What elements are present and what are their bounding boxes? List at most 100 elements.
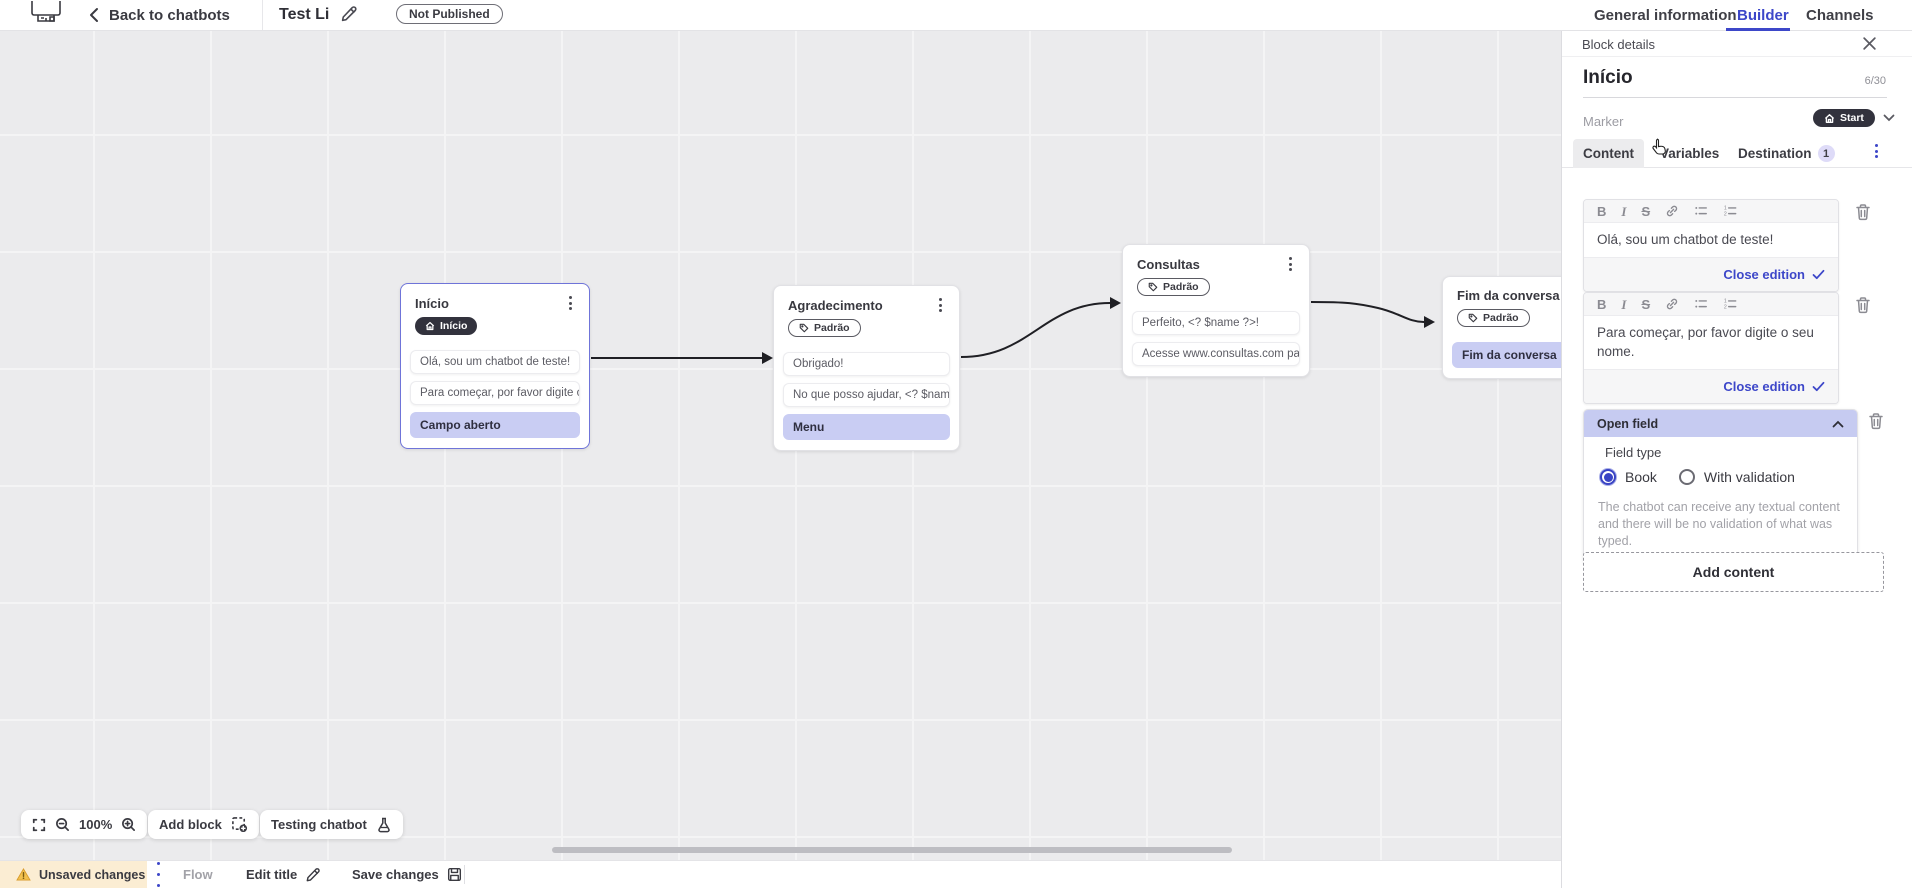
block-message-row[interactable]: No que posso ajudar, <? $name ...: [783, 383, 950, 407]
block-action-row[interactable]: Fim da conversa: [1452, 342, 1561, 368]
flow-block-consultas[interactable]: Consultas Padrão Perfeito, <? $name ?>! …: [1122, 244, 1310, 377]
bold-icon[interactable]: B: [1597, 296, 1607, 312]
close-edition-button[interactable]: Close edition: [1723, 267, 1825, 282]
block-action-row[interactable]: Menu: [783, 414, 950, 440]
panel-header: Block details: [1562, 31, 1912, 57]
add-block-button[interactable]: Add block: [148, 810, 259, 839]
block-name-underline: [1583, 97, 1887, 98]
panel-tab-variables[interactable]: Variables: [1660, 146, 1720, 161]
panel-title: Block details: [1582, 37, 1655, 52]
delete-open-field-icon[interactable]: [1868, 412, 1884, 430]
start-marker-badge: Início: [415, 317, 478, 335]
zoom-out-icon[interactable]: [55, 817, 70, 832]
bullet-list-icon[interactable]: [1694, 297, 1708, 311]
open-field-card: Open field Field type Book With validati…: [1583, 409, 1858, 565]
home-icon: [1824, 113, 1835, 123]
horizontal-scrollbar[interactable]: [552, 847, 1232, 853]
connection-lines: [591, 297, 1435, 364]
svg-text:2: 2: [1724, 212, 1727, 218]
block-menu-kebab-icon[interactable]: [1283, 256, 1297, 272]
marker-selector[interactable]: Start: [1813, 109, 1895, 127]
add-content-button[interactable]: Add content: [1583, 552, 1884, 592]
flow-block-agradecimento[interactable]: Agradecimento Padrão Obrigado! No que po…: [773, 285, 960, 451]
bottom-bar: Unsaved changes Flow Edit title Save cha…: [0, 860, 1561, 888]
tag-icon: [1468, 313, 1478, 323]
block-message-row[interactable]: Obrigado!: [783, 352, 950, 376]
check-icon: [1812, 381, 1825, 392]
close-edition-button[interactable]: Close edition: [1723, 379, 1825, 394]
tab-channels[interactable]: Channels: [1806, 6, 1874, 24]
block-message-row[interactable]: Para começar, por favor digite o ...: [410, 381, 580, 405]
delete-content-icon[interactable]: [1855, 203, 1871, 221]
strikethrough-icon[interactable]: S: [1641, 203, 1651, 219]
radio-option-with-validation[interactable]: With validation: [1678, 469, 1795, 485]
link-icon[interactable]: [1665, 297, 1679, 311]
bullet-list-icon[interactable]: [1694, 204, 1708, 218]
name-char-counter: 6/30: [1864, 75, 1886, 87]
panel-tab-destination[interactable]: Destination 1: [1728, 139, 1845, 168]
block-details-panel: Block details Início 6/30 Marker Start C…: [1561, 31, 1912, 888]
italic-icon[interactable]: I: [1621, 203, 1627, 219]
mouse-cursor-hand: [1652, 138, 1666, 155]
panel-tab-content[interactable]: Content: [1573, 139, 1644, 168]
add-block-label: Add block: [159, 817, 222, 832]
block-message-row[interactable]: Perfeito, <? $name ?>!: [1132, 311, 1300, 335]
editor-text[interactable]: Para começar, por favor digite o seu nom…: [1584, 316, 1838, 369]
tag-icon: [1148, 282, 1158, 292]
back-to-chatbots-button[interactable]: Back to chatbots: [88, 0, 230, 30]
zoom-in-icon[interactable]: [121, 817, 136, 832]
numbered-list-icon[interactable]: 12: [1723, 204, 1737, 218]
panel-menu-kebab-icon[interactable]: [1869, 143, 1883, 159]
warning-icon: [16, 868, 31, 881]
tab-general-information[interactable]: General information: [1594, 6, 1737, 24]
pencil-icon: [306, 867, 320, 881]
check-icon: [1812, 269, 1825, 280]
edit-title-button[interactable]: Edit title: [246, 861, 321, 888]
testing-chatbot-button[interactable]: Testing chatbot: [260, 810, 403, 839]
block-message-row[interactable]: Acesse www.consultas.com par...: [1132, 342, 1300, 366]
open-field-title: Open field: [1597, 416, 1659, 431]
edit-title-pencil-icon[interactable]: [340, 5, 358, 23]
flow-block-inicio[interactable]: Início Início Olá, sou um chatbot de tes…: [400, 283, 590, 449]
default-marker-badge: Padrão: [1137, 278, 1210, 296]
block-menu-kebab-icon[interactable]: [933, 297, 947, 313]
destination-count-badge: 1: [1817, 145, 1835, 162]
block-menu-kebab-icon[interactable]: [563, 295, 577, 311]
block-message-row[interactable]: Olá, sou um chatbot de teste!: [410, 350, 580, 374]
radio-selected[interactable]: [1600, 469, 1616, 485]
italic-icon[interactable]: I: [1621, 296, 1627, 312]
numbered-list-icon[interactable]: 12: [1723, 297, 1737, 311]
svg-text:1: 1: [1724, 299, 1727, 305]
strikethrough-icon[interactable]: S: [1641, 296, 1651, 312]
status-badge: Not Published: [396, 4, 503, 24]
app-logo-icon: [28, 1, 64, 30]
add-block-icon: [231, 817, 247, 833]
marker-label: Marker: [1583, 114, 1624, 129]
editor-text[interactable]: Olá, sou um chatbot de teste!: [1584, 223, 1838, 257]
chevron-left-icon: [90, 8, 98, 22]
chevron-up-icon[interactable]: [1832, 420, 1844, 428]
flow-block-fim-da-conversa[interactable]: Fim da conversa Padrão Fim da conversa: [1442, 276, 1561, 379]
top-bar: Back to chatbots Test Li Not Published G…: [0, 0, 1912, 31]
svg-text:1: 1: [1724, 206, 1727, 212]
fullscreen-icon[interactable]: [32, 818, 46, 832]
bottombar-divider: [464, 865, 465, 884]
unsaved-changes-indicator: Unsaved changes: [0, 861, 147, 888]
flow-canvas[interactable]: Início Início Olá, sou um chatbot de tes…: [0, 31, 1561, 888]
radio-unselected[interactable]: [1678, 469, 1695, 485]
tab-builder[interactable]: Builder: [1737, 6, 1789, 24]
radio-option-book[interactable]: Book: [1600, 469, 1657, 485]
link-icon[interactable]: [1665, 204, 1679, 218]
bottombar-kebab-icon[interactable]: [151, 861, 165, 888]
block-action-row[interactable]: Campo aberto: [410, 412, 580, 438]
default-marker-badge: Padrão: [1457, 309, 1530, 327]
default-marker-badge: Padrão: [788, 319, 861, 337]
active-tab-underline: [1726, 28, 1790, 31]
close-panel-icon[interactable]: [1862, 36, 1880, 54]
save-changes-button[interactable]: Save changes: [352, 861, 462, 888]
open-field-header[interactable]: Open field: [1584, 410, 1857, 437]
block-name-input[interactable]: Início: [1583, 67, 1633, 88]
delete-content-icon[interactable]: [1855, 296, 1871, 314]
bold-icon[interactable]: B: [1597, 203, 1607, 219]
